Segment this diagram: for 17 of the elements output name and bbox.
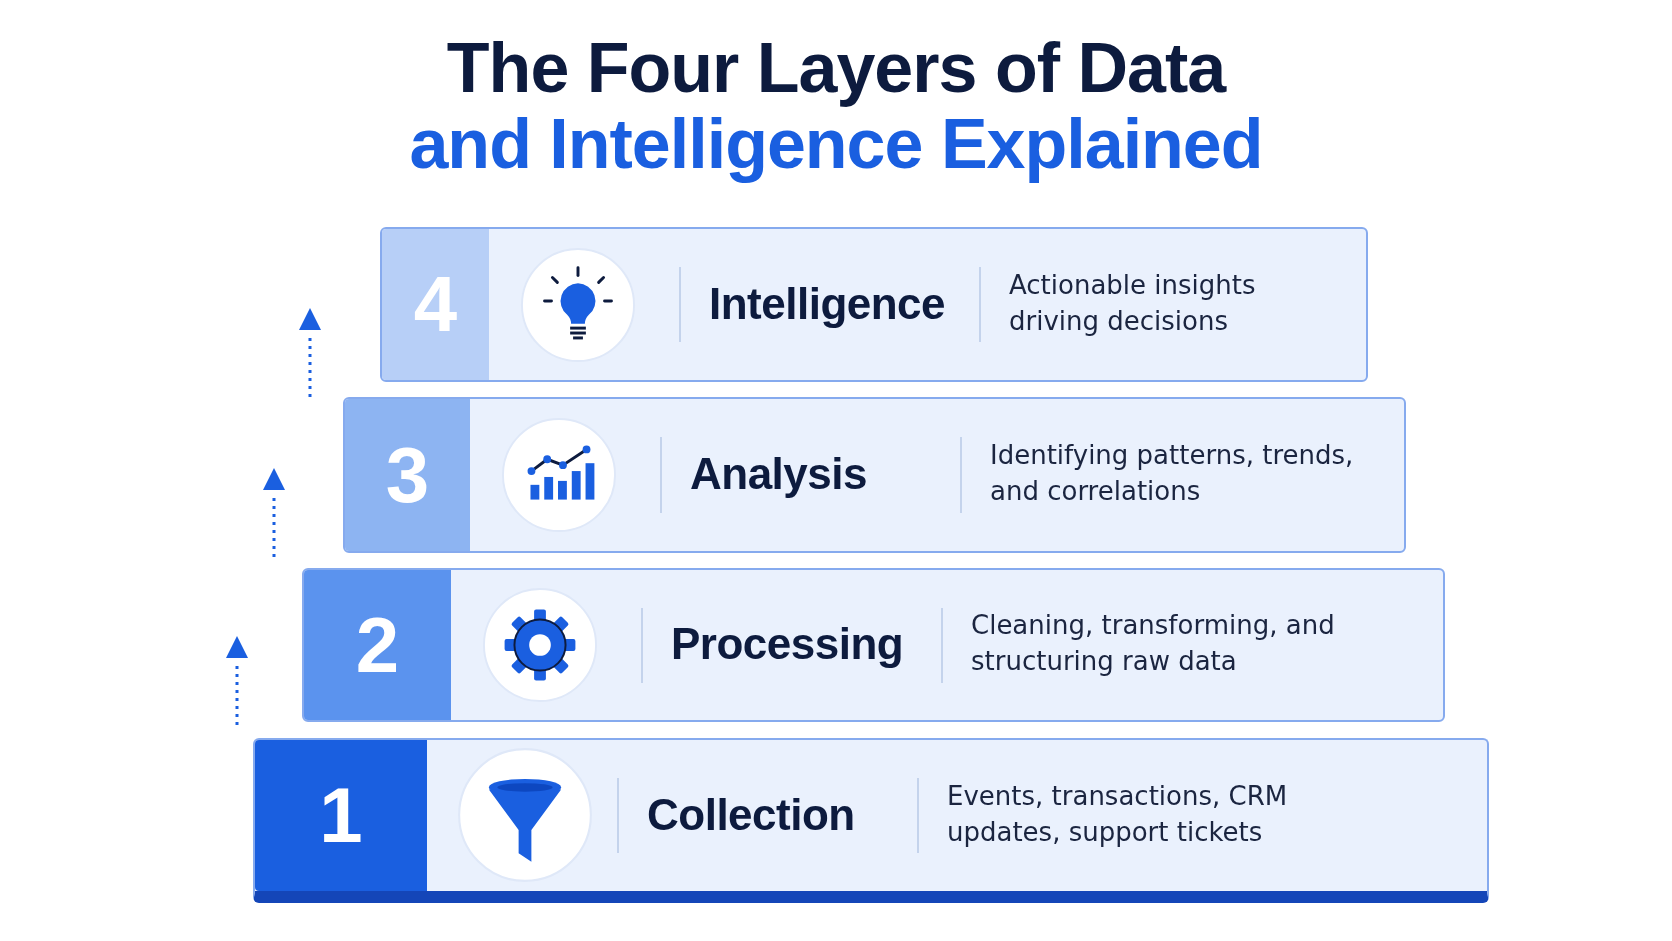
layer-title: Intelligence xyxy=(709,278,946,329)
layer-card xyxy=(253,738,1489,903)
layer-description: Identifying patterns, trends, and correlations xyxy=(990,439,1355,508)
layer-description: Cleaning, transforming, and structuring raw data xyxy=(971,609,1336,678)
layer-title: Analysis xyxy=(690,449,867,499)
number-tab: 3 xyxy=(345,399,470,551)
layer-title: Processing xyxy=(671,619,904,669)
layer-description: Actionable insights driving decisions xyxy=(1009,268,1257,338)
title: The Four Layers of Data and Intelligence Explained xyxy=(408,30,1264,182)
layer-description: Events, transactions, CRM updates, support tickets xyxy=(947,779,1289,849)
number-tab: 2 xyxy=(304,570,451,720)
layer-card xyxy=(343,397,1406,553)
number-tab: 1 xyxy=(255,740,427,891)
layer-card xyxy=(302,568,1445,722)
layer-card xyxy=(380,227,1368,382)
layer-title: Collection xyxy=(647,789,855,840)
number-tab: 4 xyxy=(382,229,489,380)
